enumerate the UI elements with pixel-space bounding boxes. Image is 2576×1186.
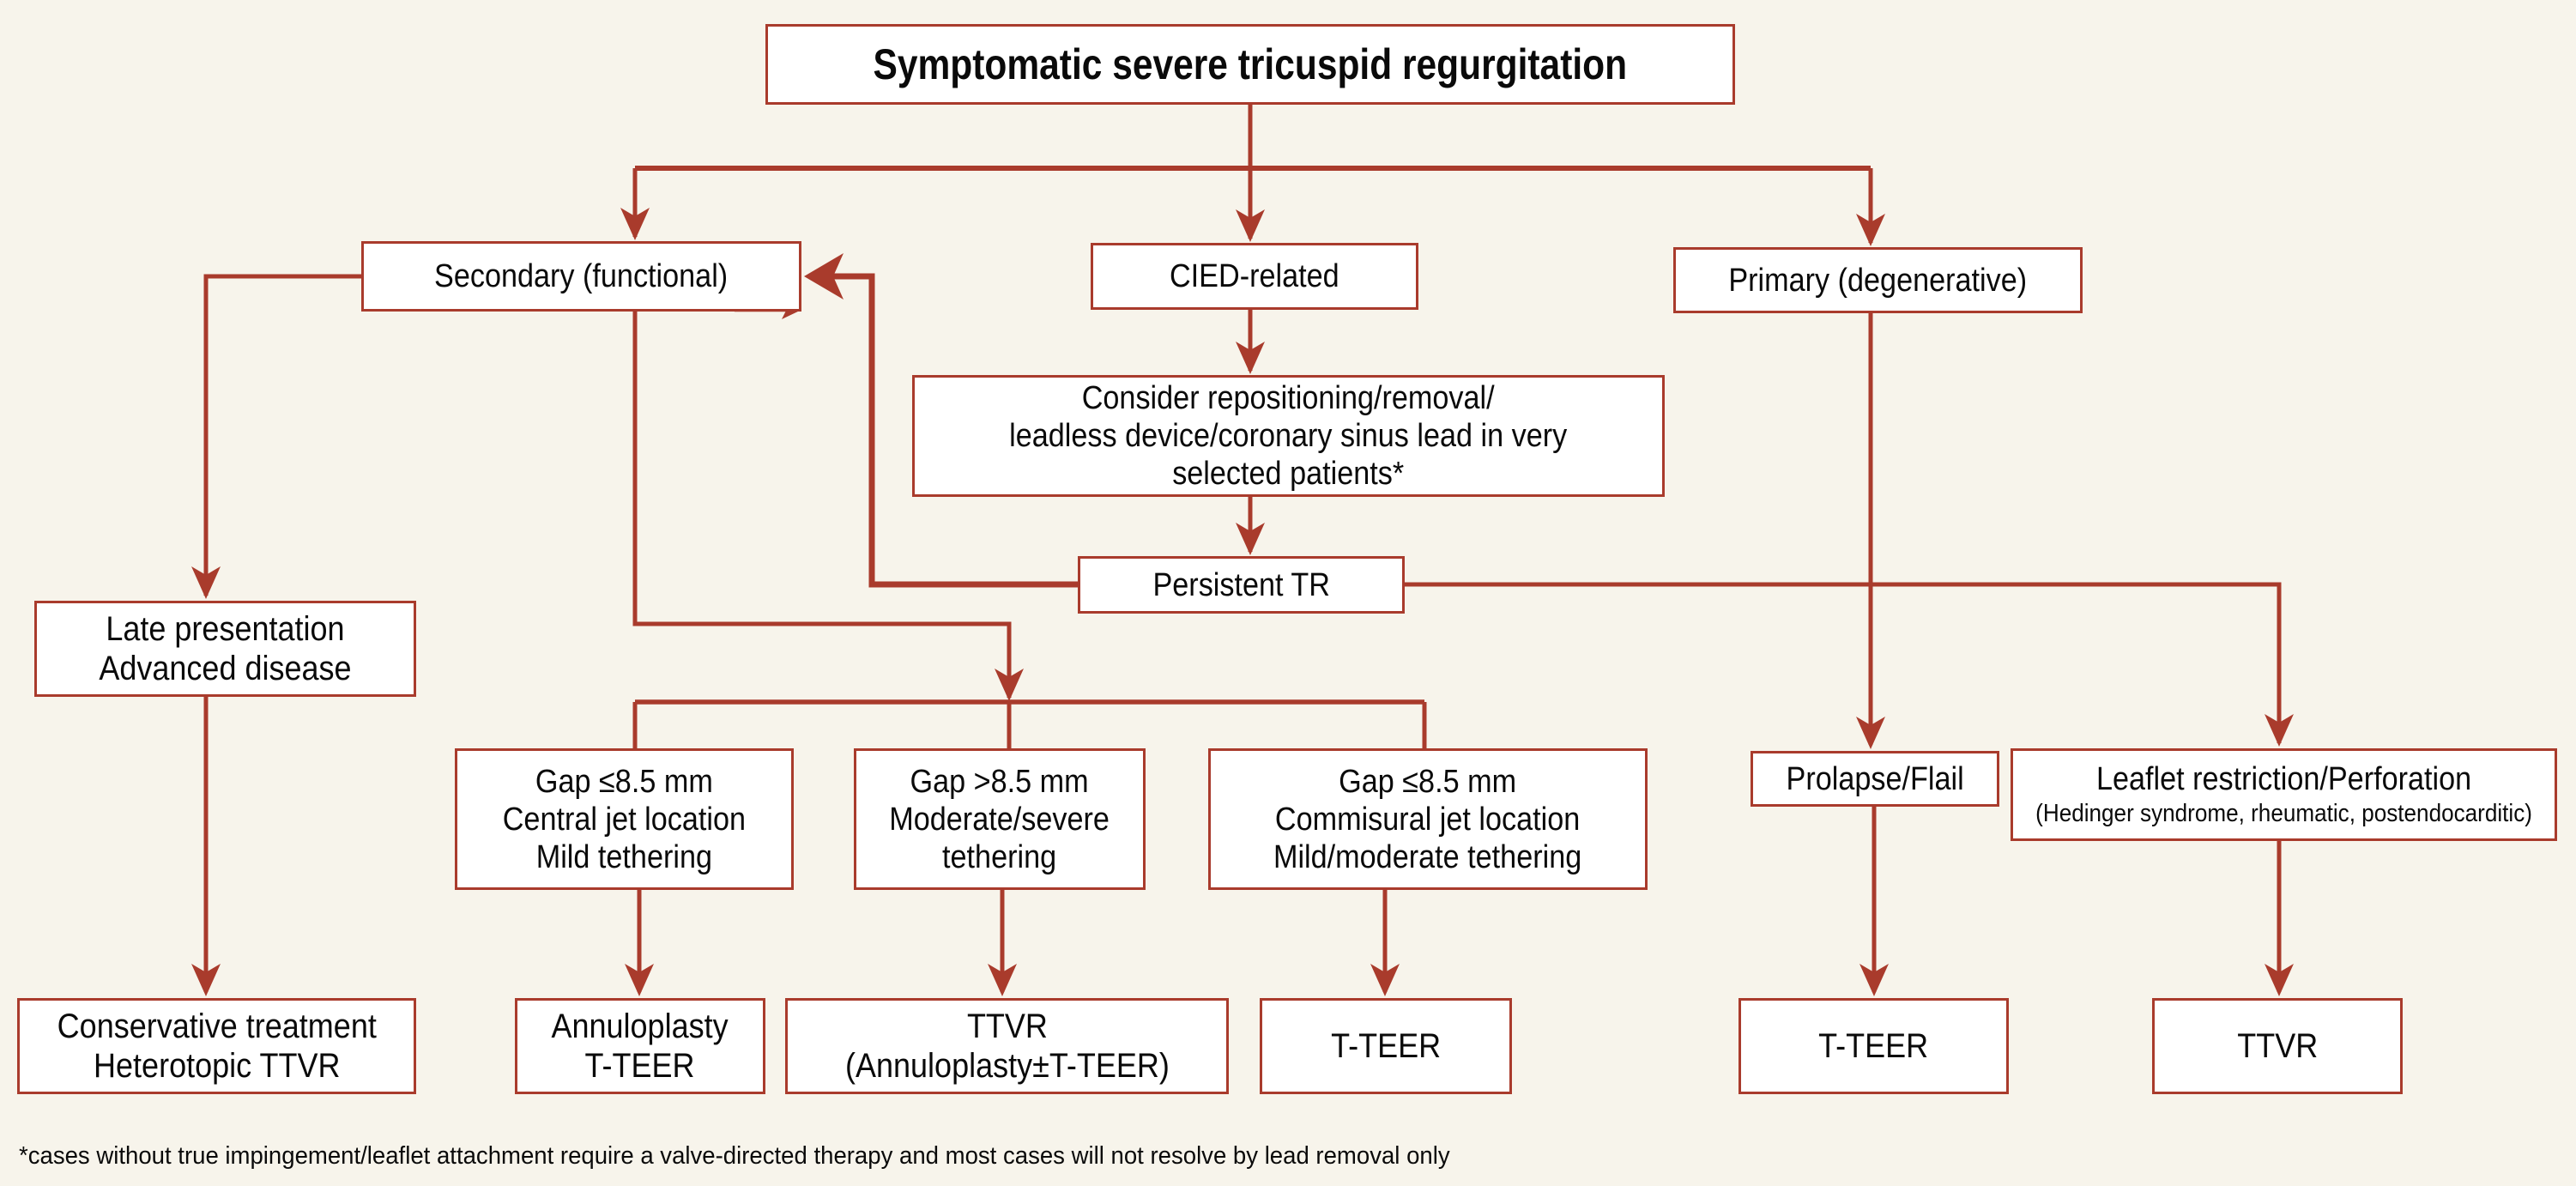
arrowhead-into-distributor [995,669,1024,701]
persistent-label: Persistent TR [1152,566,1330,603]
node-gap-moderate-severe: Gap >8.5 mm Moderate/severe tethering [854,748,1146,890]
node-gap-commisural-jet: Gap ≤8.5 mm Commisural jet location Mild… [1208,748,1648,890]
arrowhead-into-leaflet [2265,714,2294,747]
arrowhead-into-ttvr-right [2265,964,2294,996]
node-gap-central-jet: Gap ≤8.5 mm Central jet location Mild te… [455,748,794,890]
arrowhead-into-consider [1236,342,1265,374]
node-ttvr-annuloplasty: TTVR (Annuloplasty±T-TEER) [785,998,1229,1094]
node-primary-degenerative: Primary (degenerative) [1673,247,2083,313]
gap-commisural-line-1: Gap ≤8.5 mm [1339,763,1517,800]
tteer-right-label: T-TEER [1818,1027,1929,1065]
arrowhead-into-late [191,566,221,599]
ttvr-mid-line-2: (Annuloplasty±T-TEER) [844,1047,1170,1085]
node-cied-related: CIED-related [1091,243,1418,310]
gap-moderate-line-2: Moderate/severe [889,801,1110,838]
title-label: Symptomatic severe tricuspid regurgitati… [873,40,1628,88]
node-consider-repositioning: Consider repositioning/removal/ leadless… [912,375,1665,497]
connector-secondary-gaps [632,312,1012,698]
arrowhead-into-prolapse [1856,717,1885,749]
node-title: Symptomatic severe tricuspid regurgitati… [765,24,1735,105]
arrowhead-into-ttvr-mid [988,964,1017,996]
tteer-mid-label: T-TEER [1330,1027,1441,1065]
gap-commisural-line-3: Mild/moderate tethering [1273,838,1582,875]
primary-label: Primary (degenerative) [1728,262,2028,299]
ttvr-mid-line-1: TTVR [966,1007,1048,1045]
arrowhead-into-annuloplasty [625,964,654,996]
footnote-text: *cases without true impingement/leaflet … [19,1142,1450,1170]
connector-persistent-secondary-loop [813,273,1078,588]
gap-central-line-3: Mild tethering [535,838,713,875]
prolapse-label: Prolapse/Flail [1786,760,1964,797]
node-leaflet-restriction: Leaflet restriction/Perforation (Hedinge… [2011,748,2557,841]
node-late-presentation: Late presentation Advanced disease [34,601,416,697]
annuloplasty-line-1: Annuloplasty [551,1007,729,1045]
node-persistent-tr: Persistent TR [1078,556,1405,614]
node-ttvr-right: TTVR [2152,998,2403,1094]
consider-line-1: Consider repositioning/removal/ [1082,380,1495,416]
annuloplasty-line-2: T-TEER [584,1047,695,1085]
conservative-line-1: Conservative treatment [57,1007,377,1045]
leaflet-sub-label: (Hedinger syndrome, rheumatic, postendoc… [2035,800,2532,827]
node-conservative-treatment: Conservative treatment Heterotopic TTVR [17,998,416,1094]
arrowhead-into-conservative [191,964,221,996]
arrowhead-into-persistent [1236,523,1265,555]
late-line-1: Late presentation [106,610,345,648]
consider-line-2: leadless device/coronary sinus lead in v… [1009,418,1568,454]
gap-moderate-line-1: Gap >8.5 mm [910,763,1090,800]
arrowhead-into-tteer-mid [1370,964,1400,996]
connector-secondary-late [203,274,361,596]
arrowhead-into-primary [1856,214,1885,246]
gap-central-line-1: Gap ≤8.5 mm [535,763,713,800]
node-secondary-functional: Secondary (functional) [361,241,801,312]
arrowhead-into-secondary-right [804,253,844,300]
late-line-2: Advanced disease [99,650,352,687]
cied-label: CIED-related [1170,258,1339,294]
gap-commisural-line-2: Commisural jet location [1275,801,1581,838]
node-tteer-right: T-TEER [1738,998,2009,1094]
arrowhead-into-tteer-right [1859,964,1889,996]
secondary-label: Secondary (functional) [434,258,729,294]
leaflet-label: Leaflet restriction/Perforation [2095,761,2472,797]
node-tteer-mid: T-TEER [1260,998,1512,1094]
connector-persistent-leaflet [1405,582,2282,743]
node-annuloplasty-tteer: Annuloplasty T-TEER [515,998,765,1094]
arrowhead-into-secondary-top [620,208,650,240]
gap-moderate-line-3: tethering [942,838,1057,875]
gap-central-line-2: Central jet location [502,801,747,838]
conservative-line-2: Heterotopic TTVR [93,1047,341,1085]
ttvr-right-label: TTVR [2237,1027,2318,1065]
node-prolapse-flail: Prolapse/Flail [1751,751,1999,807]
consider-line-3: selected patients* [1172,456,1405,492]
arrowhead-into-cied [1236,209,1265,242]
